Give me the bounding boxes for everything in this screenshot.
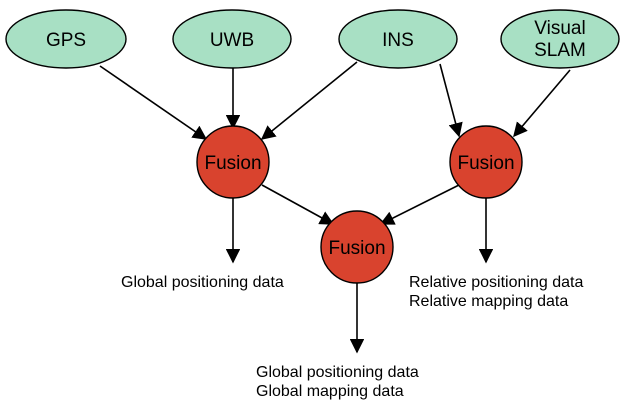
visual-slam-ellipse [500, 9, 620, 69]
fusion-node-center: Fusion [320, 210, 394, 284]
fusion-center-label: Fusion [328, 238, 385, 259]
output-left: Global positioning data [121, 274, 284, 291]
gps-ellipse [5, 9, 127, 69]
output-center: Global positioning data Global mapping d… [256, 364, 419, 400]
gps-label: GPS [46, 30, 86, 51]
output-center-line1: Global positioning data [256, 364, 419, 381]
fusion-left-label: Fusion [204, 153, 261, 174]
fusion-center-circle [320, 210, 394, 284]
output-right-line2: Relative mapping data [409, 293, 568, 310]
fusion-node-right: Fusion [449, 125, 523, 199]
edge-gps-to-fusion-left [99, 65, 208, 140]
edge-ins-to-fusion-left [260, 61, 358, 140]
fusion-right-circle [449, 125, 523, 199]
fusion-right-label: Fusion [457, 153, 514, 174]
output-right: Relative positioning data Relative mappi… [409, 274, 583, 310]
edge-fusion-left-to-fusion-center [261, 184, 335, 225]
ins-label: INS [382, 30, 414, 51]
fusion-node-left: Fusion [196, 125, 270, 199]
uwb-ellipse [172, 9, 292, 69]
visual-slam-label-line2: SLAM [534, 40, 586, 61]
output-center-line2: Global mapping data [256, 383, 404, 400]
edge-fusion-right-to-fusion-center [379, 184, 460, 225]
uwb-label: UWB [210, 30, 254, 51]
source-node-gps: GPS [5, 9, 127, 69]
edges [99, 61, 571, 354]
ins-ellipse [338, 9, 458, 69]
output-left-line1: Global positioning data [121, 274, 284, 291]
visual-slam-label-line1: Visual [534, 18, 585, 39]
edge-visual-slam-to-fusion-right [513, 69, 571, 138]
fusion-left-circle [196, 125, 270, 199]
source-node-ins: INS [338, 9, 458, 69]
edge-ins-to-fusion-right [439, 63, 463, 138]
source-node-uwb: UWB [172, 9, 292, 69]
source-node-visual-slam: Visual SLAM [500, 9, 620, 69]
output-right-line1: Relative positioning data [409, 274, 583, 291]
